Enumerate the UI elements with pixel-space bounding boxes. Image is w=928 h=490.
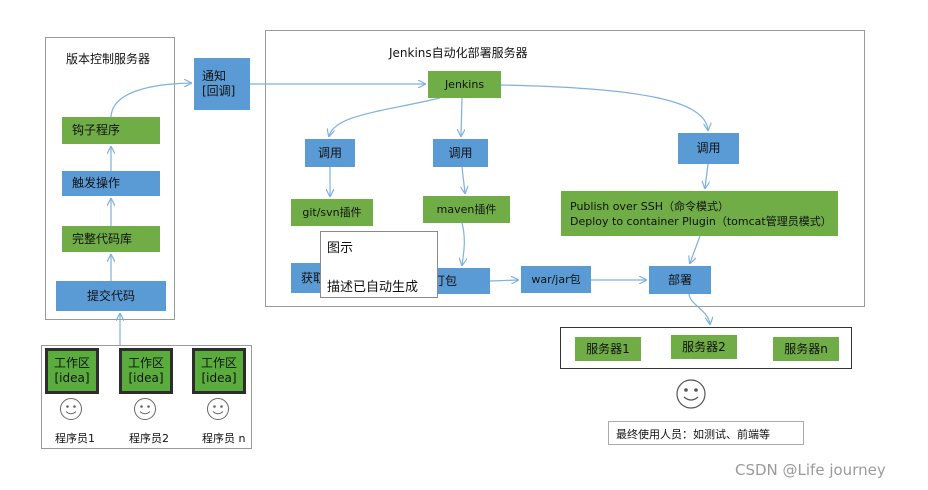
deploy-box: 部署 (649, 266, 711, 294)
server-1-box: 服务器1 (575, 337, 641, 361)
workspace-label-3: 工作区 (200, 356, 237, 370)
arrow-deploy-to-servers (688, 293, 710, 324)
smiley-icon (676, 379, 706, 409)
arrow-hook-to-notify (110, 83, 191, 118)
server-2-box: 服务器2 (671, 335, 737, 359)
deploy-to-container-text: Deploy to container Plugin（tomcat管理员模式） (570, 214, 832, 228)
smiley-icon-dev-2 (134, 398, 156, 420)
maven-plugin-box: maven插件 (423, 196, 510, 223)
notify-callback-box: 通知 [回调] (194, 58, 250, 110)
publish-plugins-box: Publish over SSH（命令模式） Deploy to contain… (561, 191, 838, 236)
tooltip-line-2: 描述已自动生成 (327, 280, 419, 295)
full-repo-box: 完整代码库 (62, 226, 160, 252)
package-box: 打包 (430, 268, 490, 294)
workspace-label-1: 工作区 (53, 356, 90, 370)
publish-over-ssh-text: Publish over SSH（命令模式） (570, 199, 729, 213)
arrow-package-to-artifact (489, 280, 518, 281)
arrow-call2-to-maven (462, 166, 465, 193)
smiley-icon-dev-1 (60, 398, 82, 420)
developer-name-1: 程序员1 (55, 432, 95, 445)
call-deploy-box: 调用 (678, 133, 739, 164)
server-n-box: 服务器n (773, 337, 839, 361)
jenkins-box: Jenkins (428, 71, 501, 98)
call-git-box: 调用 (305, 139, 355, 167)
arrow-maven-to-package (462, 222, 464, 265)
commit-code-box: 提交代码 (56, 281, 166, 311)
vcs-server-title: 版本控制服务器 (66, 52, 151, 66)
workspace-box-2: 工作区 [idea] (119, 348, 173, 394)
hook-program-box: 钩子程序 (62, 117, 160, 144)
notify-line1: 通知 (202, 69, 227, 83)
arrow-jenkins-to-call3 (500, 84, 708, 130)
end-user-box (608, 421, 804, 445)
workspace-ide-3: [idea] (201, 371, 237, 385)
developer-name-2: 程序员2 (129, 432, 169, 445)
arrow-publish-to-deploy (690, 235, 701, 263)
arrow-call3-to-publish (705, 163, 708, 188)
notify-line2: [回调] (202, 84, 236, 98)
trigger-action-box: 触发操作 (62, 171, 160, 196)
developer-name-3: 程序员 n (202, 432, 246, 445)
smiley-icon-dev-3 (207, 398, 229, 420)
arrow-jenkins-to-call2 (461, 97, 462, 136)
tooltip-line-1: 图示 (327, 241, 354, 256)
workspace-ide-1: [idea] (54, 371, 90, 385)
workspace-ide-2: [idea] (128, 371, 164, 385)
call-maven-box: 调用 (433, 139, 488, 167)
workspace-box-1: 工作区 [idea] (45, 348, 99, 394)
git-svn-plugin-box: git/svn插件 (291, 199, 373, 226)
jenkins-server-title: Jenkins自动化部署服务器 (389, 46, 528, 60)
arrow-jenkins-to-call1 (329, 97, 441, 136)
image-alt-tooltip: 图示 描述已自动生成 (320, 231, 438, 298)
watermark: CSDN @Life journey (735, 461, 886, 479)
war-jar-package-box: war/jar包 (521, 266, 591, 293)
end-user-text: 最终使用人员：如测试、前端等 (616, 428, 770, 441)
workspace-box-3: 工作区 [idea] (192, 348, 246, 394)
workspace-label-2: 工作区 (127, 356, 164, 370)
